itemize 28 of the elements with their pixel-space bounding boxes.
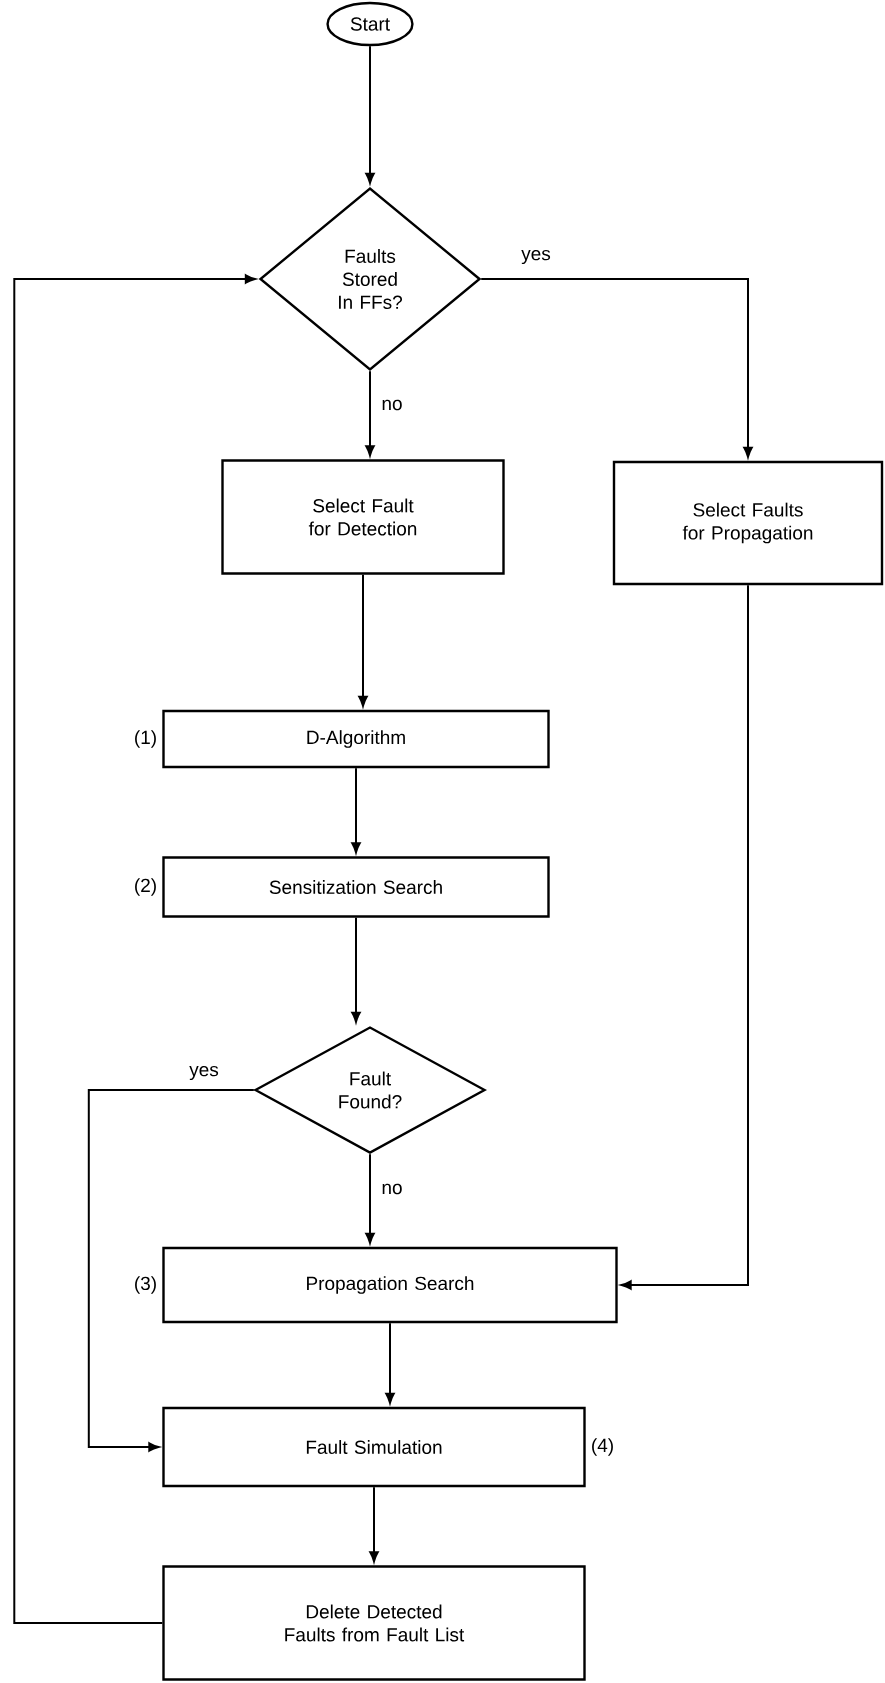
arrow — [351, 767, 361, 854]
edge-label: no — [380, 1182, 404, 1196]
process-box: D-Algorithm — [162, 709, 550, 769]
edge-label: yes — [520, 248, 552, 266]
callout-number: (4) — [592, 1438, 613, 1456]
process-box: Fault Simulation — [162, 1406, 586, 1488]
process-box: Select Fault for Detection — [221, 459, 505, 575]
arrow — [351, 916, 361, 1023]
arrow — [365, 45, 375, 184]
arrow — [358, 573, 368, 707]
arrow — [365, 370, 375, 457]
callout-number: (1) — [135, 730, 156, 748]
arrow — [385, 1322, 395, 1404]
arrow — [369, 1486, 379, 1563]
process-box: Propagation Search — [162, 1246, 618, 1324]
edge-label: no — [380, 398, 404, 412]
process-box: Delete Detected Faults from Fault List — [162, 1565, 586, 1681]
edge-label: yes — [188, 1064, 220, 1082]
callout-number: (3) — [135, 1276, 156, 1294]
arrow — [620, 584, 749, 1290]
arrow — [480, 278, 753, 458]
arrow — [13, 274, 256, 1624]
arrow — [365, 1153, 375, 1244]
process-box: Sensitization Search — [162, 856, 550, 918]
callout-number: (2) — [135, 878, 156, 896]
process-box: Select Faults for Propagation — [612, 460, 884, 586]
arrow — [87, 1089, 255, 1452]
start-oval: Start — [326, 1, 414, 47]
